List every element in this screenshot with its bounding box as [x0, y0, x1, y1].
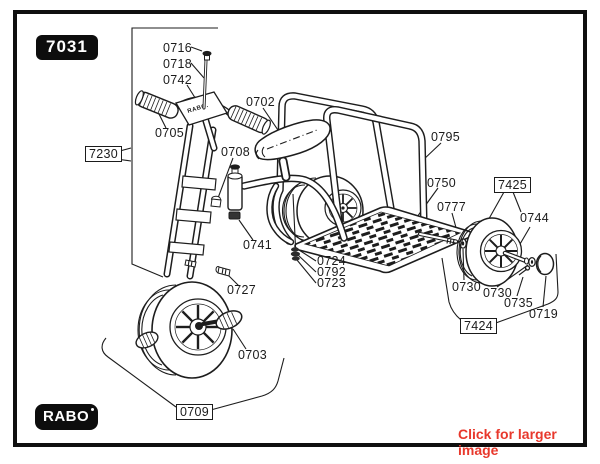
part-label-0750: 0750 — [427, 176, 457, 190]
part-label-0742: 0742 — [163, 73, 193, 87]
part-label-0719: 0719 — [529, 307, 559, 321]
part-label-0792: 0792 — [317, 265, 347, 279]
part-label-0723: 0723 — [317, 276, 347, 290]
part-label-0730-right: 0730 — [483, 286, 513, 300]
part-label-0708: 0708 — [221, 145, 251, 159]
part-label-0709: 0709 — [176, 404, 214, 420]
brand-logo-text: RABO — [43, 408, 90, 425]
part-label-0777: 0777 — [437, 200, 467, 214]
part-label-7425: 7425 — [494, 177, 532, 193]
axle-screw-left — [184, 259, 197, 268]
right-pedal — [201, 310, 243, 330]
part-label-0727: 0727 — [227, 283, 257, 297]
front-wheel — [135, 281, 243, 379]
front-fork — [163, 122, 231, 280]
part-label-0716: 0716 — [163, 41, 193, 55]
left-grip — [134, 90, 179, 119]
part-label-0741: 0741 — [243, 238, 273, 252]
part-label-0735: 0735 — [504, 296, 534, 310]
rear-right-wheel — [456, 217, 555, 287]
cotter-pin — [518, 265, 531, 276]
part-label-0724: 0724 — [317, 254, 347, 268]
part-label-7424: 7424 — [460, 318, 498, 334]
fork-bolt-0708 — [210, 195, 222, 208]
trademark-dot — [91, 408, 95, 411]
part-label-0705: 0705 — [155, 126, 185, 140]
part-label-0703: 0703 — [238, 348, 268, 362]
part-label-0730-left: 0730 — [452, 280, 482, 294]
part-label-7230: 7230 — [85, 146, 123, 162]
right-grip — [227, 105, 271, 135]
enlarge-image-link[interactable]: Click for larger image — [458, 426, 557, 458]
frame-beam — [240, 174, 348, 246]
steering-rod — [202, 50, 212, 110]
hubcap — [535, 252, 555, 276]
axle-screw-0727 — [215, 266, 231, 277]
push-bar-hoops — [272, 92, 428, 245]
part-label-0702: 0702 — [246, 95, 276, 109]
model-badge: 7031 — [36, 35, 98, 60]
part-label-0795: 0795 — [431, 130, 461, 144]
brand-logo: RABO — [35, 404, 99, 430]
steering-clamp — [227, 164, 243, 220]
part-label-0744: 0744 — [520, 211, 550, 225]
part-label-0718: 0718 — [163, 57, 193, 71]
leader-lines — [101, 27, 559, 412]
seat — [254, 119, 331, 261]
rear-axle — [417, 231, 467, 249]
left-pedal — [135, 331, 159, 349]
